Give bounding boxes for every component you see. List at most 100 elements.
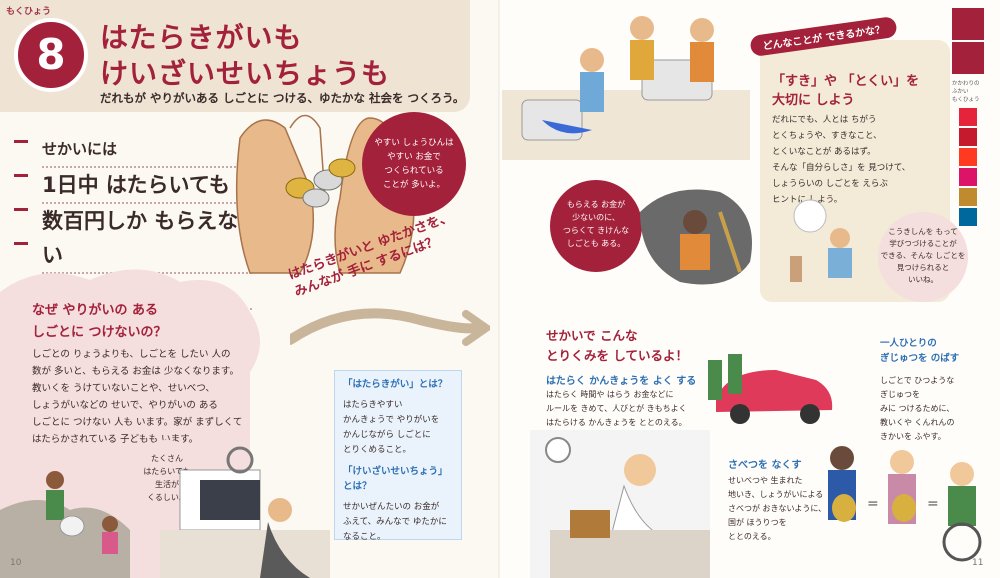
page-number: 11 (972, 558, 984, 568)
label-line: かかわりの (952, 81, 980, 87)
bubble-line: やすい しょうひんは (374, 138, 454, 148)
why-body-line: 数が 多いと、もらえる お金は 少なくなります。 (32, 366, 239, 377)
bubble-line: もらえる お金が (566, 200, 626, 209)
svg-text:=: = (927, 496, 939, 512)
bubble-line: つくられている (384, 166, 444, 176)
keep-learning-bubble: こうきしんを もって 学びつづけることが できる、そんな しごとを 見つけられる… (878, 212, 968, 302)
answer-line: せかいぜんたいの お金が (343, 502, 440, 512)
svg-text:=: = (867, 496, 879, 512)
body-line: とくちょうや、すきなこと、 (772, 131, 882, 141)
intro-line: 1日中 はたらいても (42, 168, 252, 204)
world-efforts-title: せかいで こんな とりくみを しているよ！ (546, 326, 688, 366)
bubble-line: 見つけられると (896, 263, 950, 272)
office-illustration (530, 430, 710, 578)
answer-line: はたらきやすい (343, 400, 403, 410)
what-can-we-do-body: だれにでも、人とは ちがう とくちょうや、すきなこと、 とくいなことが あるはず… (772, 112, 942, 208)
page-title-line-2: けいざいせいちょうも (100, 57, 391, 90)
sdg-12-icon (959, 188, 977, 206)
body-line: とくいなことが あるはず。 (772, 147, 876, 157)
curved-arrow-icon (290, 308, 490, 346)
goal-tag: もくひょう (6, 7, 52, 17)
body-line: だれにでも、人とは ちがう (772, 115, 877, 125)
answer-line: とりくめること。 (343, 445, 412, 455)
definition-question: 「けいざいせいちょう」とは？ (343, 466, 448, 492)
sdg-sidebar: かかわりの ふかい もくひょう (952, 8, 990, 228)
body-line: ルールを きめて、人びとが きもちよく (546, 404, 687, 413)
why-body-line: はたらかされている 子どもも います。 (32, 434, 199, 445)
body-line: ととのえる。 (728, 532, 776, 541)
definition-answer: せかいぜんたいの お金が ふえて、みんなで ゆたかに なること。 (343, 500, 453, 545)
why-body-line: しょうがいなどの せいで、やりがいの ある (32, 400, 218, 411)
heading-line: 一人ひとりの (880, 338, 937, 349)
better-environment-body: はたらく 時間や はらう お金などに ルールを きめて、人びとが きもちよく は… (546, 388, 716, 430)
body-line: さべつが おきないように、 (728, 504, 827, 513)
answer-line: ふえて、みんなで ゆたかに (343, 517, 447, 527)
page-title-line-1: はたらきがいも (100, 21, 303, 54)
bubble-line: しごとも ある。 (566, 239, 626, 248)
why-title-line: しごとに つけないの？ (32, 325, 167, 340)
label-line: もくひょう (952, 97, 980, 103)
bubble-line: ことが 多いよ。 (382, 180, 446, 190)
why-body-line: しごとに つけない 人も います。家が まずしくて (32, 417, 243, 428)
factory-illustration (502, 16, 750, 160)
title-line: とりくみを しているよ！ (546, 348, 688, 363)
intro-line: せかいには (42, 132, 252, 168)
bubble-line: たくさん (151, 454, 183, 463)
why-body-line: しごとの りょうよりも、しごとを したい 人の (32, 349, 231, 360)
body-line: 地いき、しょうがいによる (728, 490, 824, 499)
sdg-1-icon (959, 108, 977, 126)
body-line: みに つけるために、 (880, 404, 955, 413)
bubble-line: 少ないのに、 (572, 213, 620, 222)
why-title: なぜ やりがいの ある しごとに つけないの？ (32, 300, 167, 344)
why-body: しごとの りょうよりも、しごとを したい 人の 数が 多いと、もらえる お金は … (32, 346, 322, 448)
answer-line: かんきょうで やりがいを (343, 415, 440, 425)
sdg-5-icon (959, 148, 977, 166)
why-title-line: なぜ やりがいの ある (32, 303, 159, 318)
garbage-pickers-illustration (0, 471, 130, 578)
heading-line: ぎじゅつを のばす (880, 353, 960, 364)
better-environment-heading: はたらく かんきょうを よく する (546, 376, 697, 387)
mechanics-illustration (708, 354, 833, 424)
sdg-10-icon (959, 168, 977, 186)
title-line: せかいで こんな (546, 328, 638, 343)
label-line: ふかい (952, 89, 969, 95)
body-line: しょうらいの しごとを えらぶ (772, 179, 888, 189)
bubble-line: くるしい。 (147, 493, 187, 502)
title-line: 大切に しよう (772, 93, 855, 108)
low-pay-bubble: もらえる お金が 少ないのに、 つらくて きけんな しごとも ある。 (550, 180, 642, 272)
sdg-8-icon (952, 8, 984, 40)
answer-line: かんじながら しごとに (343, 430, 431, 440)
cheap-products-bubble: やすい しょうひんは やすい お金で つくられている ことが 多いよ。 (362, 112, 466, 216)
definition-answer: はたらきやすい かんきょうで やりがいを かんじながら しごとに とりくめること… (343, 398, 453, 458)
bubble-line: できる、そんな しごとを (880, 251, 966, 260)
bubble-line: 学びつづけることが (889, 239, 957, 248)
title-line: 「すき」や 「とくい」を (772, 74, 920, 89)
definition-question: 「はたらきがい」とは？ (343, 379, 448, 390)
why-body-line: 教いくを うけていないことや、せいべつ、 (32, 383, 215, 394)
body-line: 教いくや くんれんの (880, 418, 955, 427)
computer-worker-illustration (160, 446, 330, 578)
bubble-line: 生活が (155, 480, 179, 489)
goal-number-badge: 8 (14, 18, 88, 92)
end-discrimination-heading: さべつを なくす (728, 460, 802, 471)
bubble-line: いいね。 (908, 275, 938, 284)
sdg-4-icon (959, 128, 977, 146)
left-page: もくひょう 8 はたらきがいも けいざいせいちょうも だれもが やりがいある し… (0, 0, 490, 578)
body-line: せいべつや 生まれた (728, 476, 803, 485)
bubble-line: こうきしんを もって (888, 227, 958, 236)
related-goals-label: かかわりの ふかい もくひょう (952, 80, 990, 104)
sdg-16-icon (959, 208, 977, 226)
skill-heading: 一人ひとりの ぎじゅつを のばす (880, 336, 959, 366)
body-line: はたらく 時間や はらう お金などに (546, 390, 674, 399)
skill-body: しごとで ひつような ぎじゅつを みに つけるために、 教いくや くんれんの き… (880, 374, 980, 444)
body-line: はたらける かんきょうを ととのえる。 (546, 418, 687, 427)
bubble-line: はたらいても (143, 467, 191, 476)
body-line: きかいを ふやす。 (880, 432, 946, 441)
end-discrimination-body: せいべつや 生まれた 地いき、しょうがいによる さべつが おきないように、 国が… (728, 474, 838, 544)
answer-line: なること。 (343, 532, 386, 542)
body-line: ぎじゅつを (880, 390, 920, 399)
miner-illustration (640, 189, 752, 285)
definition-box: 「はたらきがい」とは？ はたらきやすい かんきょうで やりがいを かんじながら … (334, 370, 462, 542)
page-number: 10 (10, 558, 22, 568)
page-subtitle: だれもが やりがいある しごとに つける、ゆたかな 社会を つくろう。 (100, 91, 465, 105)
